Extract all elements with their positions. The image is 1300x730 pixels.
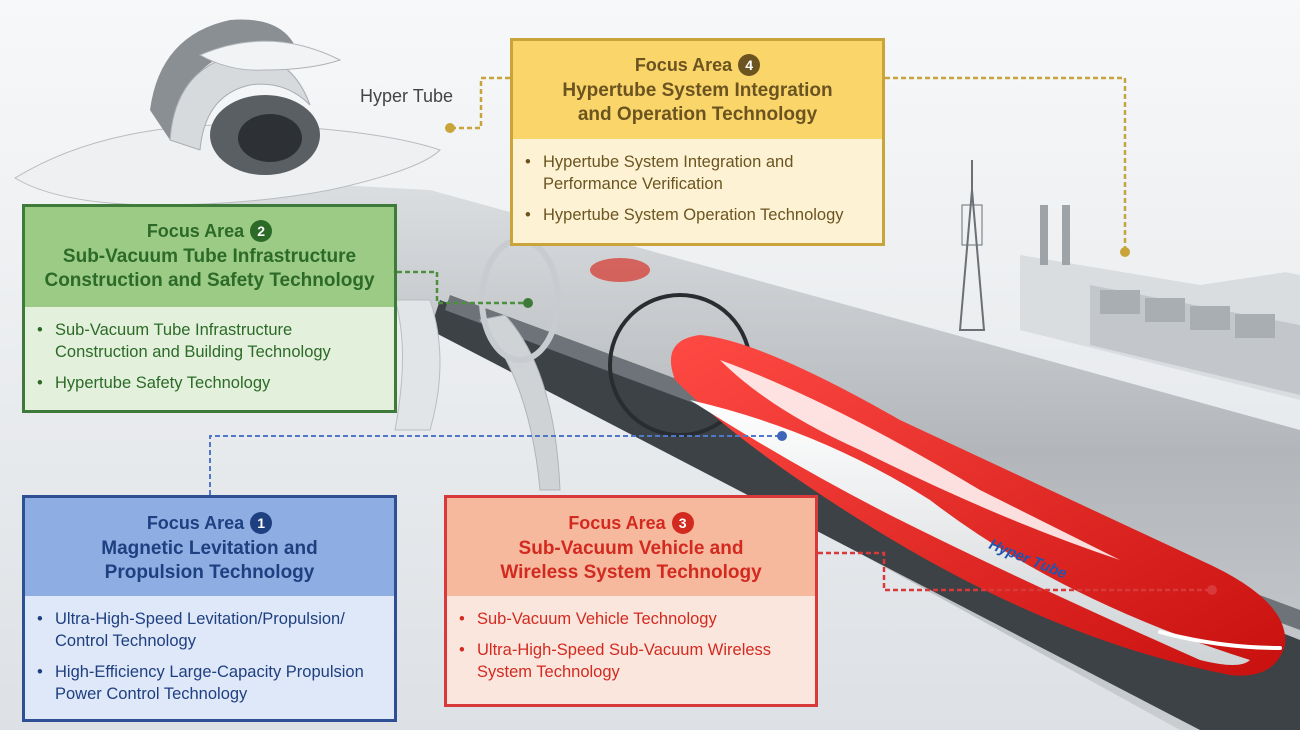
- focus-area-title: Magnetic Levitation and Propulsion Techn…: [101, 538, 318, 583]
- focus-area-label: Focus Area: [634, 55, 733, 75]
- communication-tower: [958, 160, 986, 331]
- focus-area-number-badge: 3: [671, 512, 694, 534]
- support-pillar: [479, 314, 561, 491]
- hypertube-vehicle: Hyper Tube: [670, 335, 1286, 676]
- focus-area-2-box: Focus Area 2 Sub-Vacuum Tube Infrastruct…: [22, 204, 397, 413]
- focus-area-number-badge: 1: [250, 512, 273, 534]
- connector-dot-3: [1207, 585, 1217, 595]
- tube-portal: [14, 19, 441, 206]
- list-item: Sub-Vacuum Vehicle Technology: [459, 608, 801, 630]
- connector-dot-4b: [1120, 247, 1130, 257]
- focus-area-label: Focus Area: [146, 221, 245, 241]
- hyper-tube-label: Hyper Tube: [360, 86, 454, 106]
- focus-area-label: Focus Area: [568, 513, 666, 533]
- list-item: Sub-Vacuum Tube InfrastructureConstructi…: [37, 319, 380, 363]
- connector-line-3: [818, 551, 1212, 592]
- focus-area-title: Sub-Vacuum Tube Infrastructure Construct…: [44, 246, 375, 291]
- connector-dot-4a: [445, 123, 455, 133]
- focus-area-title: Hypertube System Integration and Operati…: [562, 80, 833, 125]
- control-facility: [1020, 205, 1300, 400]
- focus-area-items: Ultra-High-Speed Levitation/Propulsion/C…: [25, 596, 394, 719]
- focus-area-4-box: Focus Area 4 Hypertube System Integratio…: [510, 38, 885, 246]
- list-item: Ultra-High-Speed Sub-Vacuum WirelessSyst…: [459, 639, 801, 683]
- list-item: Hypertube System Operation Technology: [525, 204, 868, 226]
- connector-line-4b: [885, 76, 1127, 252]
- support-pillar: [394, 299, 441, 431]
- focus-area-label: Focus Area: [146, 513, 245, 533]
- focus-area-2-header: Focus Area 2 Sub-Vacuum Tube Infrastruct…: [25, 207, 394, 307]
- connector-dot-1: [777, 431, 787, 441]
- focus-area-4-header: Focus Area 4 Hypertube System Integratio…: [513, 41, 882, 139]
- focus-area-3-box: Focus Area 3 Sub-Vacuum Vehicle and Wire…: [444, 495, 818, 707]
- focus-area-items: Sub-Vacuum Tube InfrastructureConstructi…: [25, 307, 394, 410]
- focus-area-1-box: Focus Area 1 Magnetic Levitation and Pro…: [22, 495, 397, 722]
- list-item: Ultra-High-Speed Levitation/Propulsion/C…: [37, 608, 380, 652]
- list-item: Hypertube System Integration andPerforma…: [525, 151, 868, 195]
- focus-area-items: Sub-Vacuum Vehicle Technology Ultra-High…: [447, 596, 815, 702]
- focus-area-1-header: Focus Area 1 Magnetic Levitation and Pro…: [25, 498, 394, 596]
- connector-line-1: [209, 435, 782, 495]
- focus-area-number-badge: 2: [250, 220, 273, 242]
- focus-area-items: Hypertube System Integration andPerforma…: [513, 139, 882, 243]
- focus-area-title: Sub-Vacuum Vehicle and Wireless System T…: [500, 538, 762, 583]
- list-item: Hypertube Safety Technology: [37, 372, 380, 394]
- connector-dot-2: [523, 298, 533, 308]
- connector-line-2: [397, 270, 528, 305]
- focus-area-number-badge: 4: [738, 54, 761, 76]
- list-item: High-Efficiency Large-Capacity Propulsio…: [37, 661, 380, 705]
- focus-area-3-header: Focus Area 3 Sub-Vacuum Vehicle and Wire…: [447, 498, 815, 596]
